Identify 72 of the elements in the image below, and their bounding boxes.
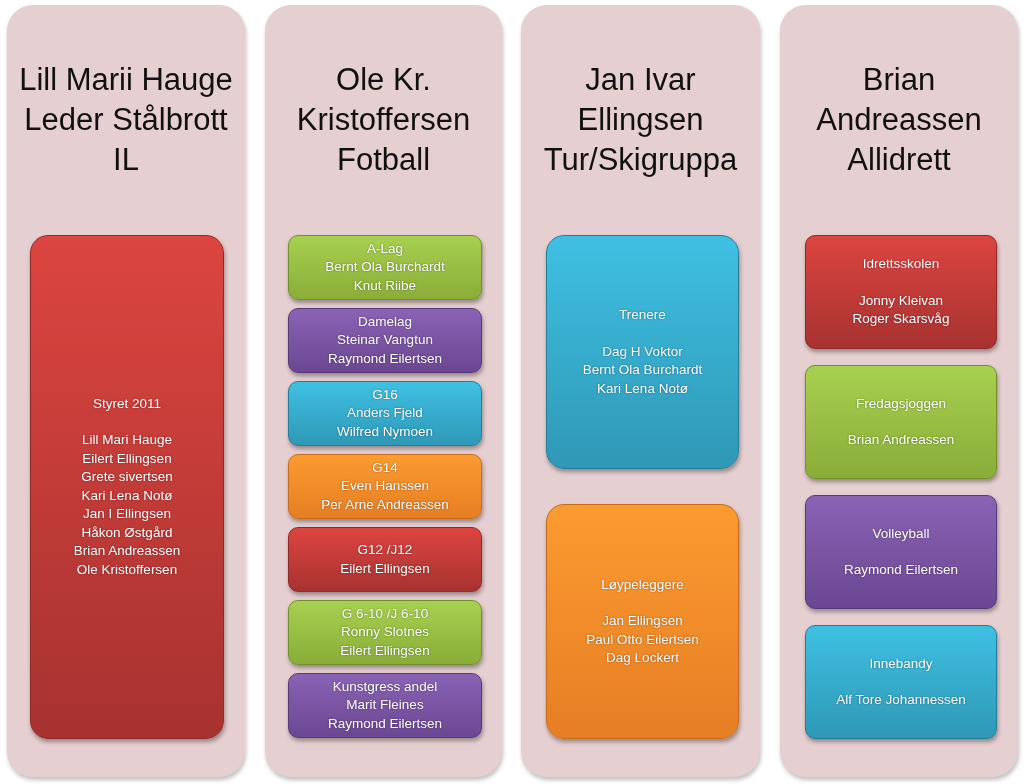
group-title: G 6-10 /J 6-10 (341, 604, 429, 623)
member-name: Dag Lockert (606, 649, 679, 667)
member-name: Roger Skarsvåg (852, 310, 950, 329)
group-box (805, 495, 997, 609)
member-name: Håkon Østgård (81, 523, 173, 542)
member-name: Steinar Vangtun (337, 331, 433, 350)
group-title: Idrettsskolen (862, 255, 940, 274)
group-box (30, 235, 224, 739)
column-title: Jan Ivar Ellingsen (576, 61, 705, 139)
member-name: Raymond Eilertsen (327, 714, 443, 733)
group-box (288, 527, 482, 592)
member-name: Eilert Ellingsen (340, 559, 430, 578)
member-name: Brian Andreassen (73, 542, 181, 561)
member-name: Kari Lena Notø (81, 486, 173, 505)
group-box (805, 625, 997, 739)
group-box (288, 381, 482, 446)
member-name: Even Hanssen (341, 477, 429, 496)
member-name: Marit Fleines (346, 696, 424, 715)
member-name: Per Arne Andreassen (321, 495, 449, 514)
member-name: Dag H Voktor (602, 342, 683, 361)
group-title: Styret 2011 (92, 394, 161, 413)
member-name: Knut Riibe (353, 276, 417, 295)
group-title: Fredagsjoggen (855, 394, 947, 413)
group-box (288, 454, 482, 519)
member-name: Kari Lena Notø (597, 379, 688, 398)
member-name: Jonny Kleivan (858, 291, 944, 310)
group-title: Volleyball (872, 524, 930, 543)
member-name: Grete sivertsen (81, 468, 173, 487)
group-box (546, 504, 739, 739)
member-name: Anders Fjeld (347, 404, 423, 423)
column-panel (780, 5, 1018, 777)
member-name: Bernt Ola Burchardt (325, 258, 445, 277)
group-box (805, 235, 997, 349)
group-title: Trenere (619, 306, 666, 324)
member-name: Bernt Ola Burchardt (582, 361, 703, 379)
member-name: Jan Ellingsen (602, 612, 683, 630)
member-name: Ronny Slotnes (341, 623, 429, 642)
column-panel (7, 5, 245, 777)
column-title: Allidrett (846, 141, 952, 179)
group-title: G14 (372, 458, 398, 477)
group-box (288, 308, 482, 373)
group-title: A-Lag (367, 239, 403, 258)
group-title: Løypeleggere (601, 575, 684, 594)
group-box (546, 235, 739, 469)
member-name: Raymond Eilertsen (843, 561, 959, 579)
member-name: Brian Andreassen (847, 431, 955, 449)
member-name: Jan I Ellingsen (83, 505, 171, 524)
member-name: Eilert Ellingsen (82, 449, 172, 468)
member-name: Alf Tore Johannessen (836, 691, 966, 709)
column-panel (265, 5, 502, 777)
member-name: Raymond Eilertsen (327, 349, 443, 368)
group-title: Kunstgress andel (332, 677, 438, 696)
group-title: Damelag (358, 312, 412, 331)
group-title: Innebandy (869, 654, 933, 673)
column-title: Fotball (335, 141, 431, 179)
group-box (288, 235, 482, 300)
column-title: Ole Kr. Kristoffersen (295, 61, 472, 139)
group-box (805, 365, 997, 479)
group-box (288, 600, 482, 665)
group-title: G16 (372, 385, 398, 404)
column-title: Tur/Skigruppa (542, 141, 739, 179)
group-title: G12 /J12 (357, 541, 413, 559)
column-title: Brian Andreassen (815, 61, 983, 139)
member-name: Ole Kristoffersen (76, 560, 178, 579)
column-title: Leder Stålbrott IL (23, 101, 229, 179)
group-box (288, 673, 482, 738)
member-name: Paul Otto Eilertsen (586, 630, 699, 649)
column-title: Lill Marii Hauge (19, 61, 233, 99)
member-name: Wilfred Nymoen (337, 422, 433, 441)
member-name: Lill Mari Hauge (81, 431, 172, 450)
member-name: Eilert Ellingsen (340, 641, 430, 660)
column-panel (521, 5, 760, 777)
